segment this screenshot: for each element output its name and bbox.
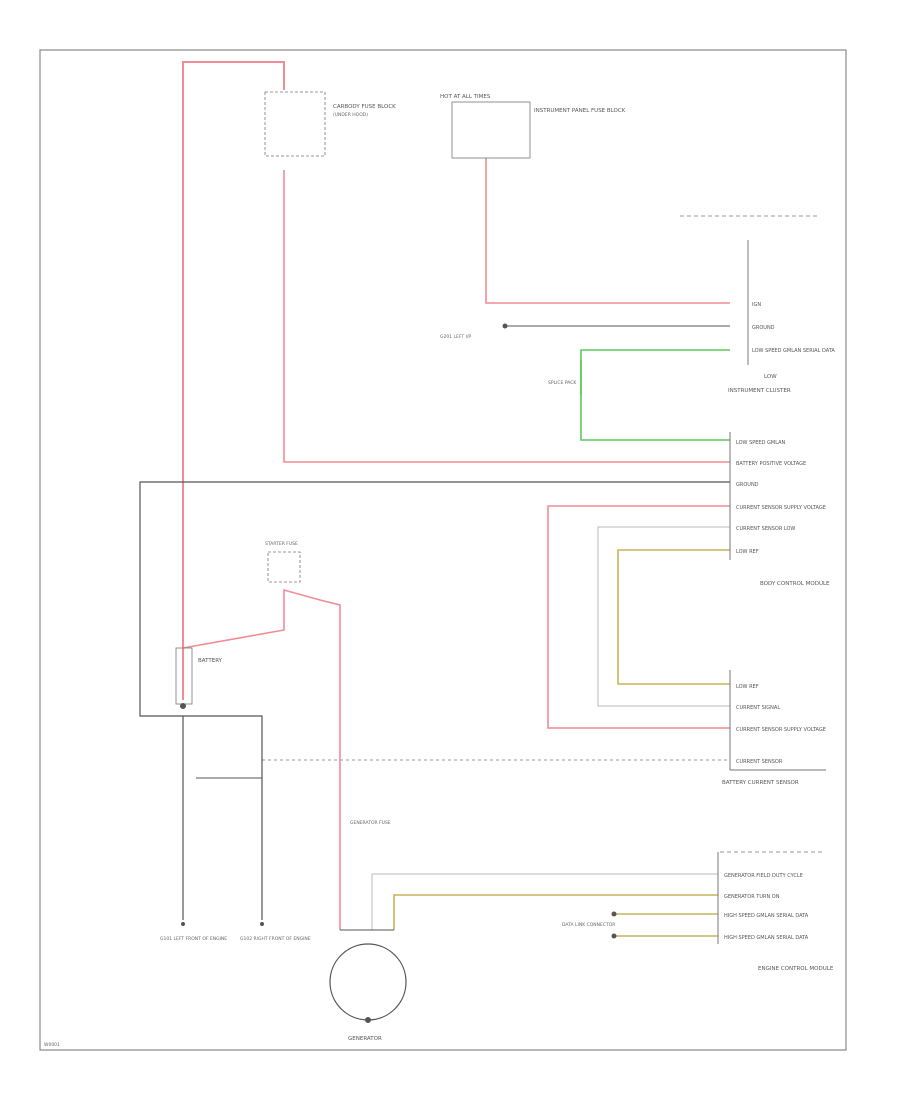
ground-g201-label: G201 LEFT I/P [440, 334, 471, 340]
bcm-pin-bplus: BATTERY POSITIVE VOLTAGE [736, 461, 806, 467]
wire-gen-turn-on-yellow [393, 894, 718, 930]
cluster-pin-ground: GROUND [752, 325, 775, 331]
sensor-pin-low-ref: LOW REF [736, 684, 759, 690]
wire-current-sensor-supply-red [547, 505, 730, 729]
bcm-name-label: BODY CONTROL MODULE [760, 581, 830, 587]
cluster-pin-ign: IGN [752, 302, 761, 308]
bcm-pin-gmlan: LOW SPEED GMLAN [736, 440, 786, 446]
diagram-footer-code: W0001 [44, 1042, 60, 1048]
battery-label: BATTERY [198, 658, 223, 664]
wire-low-ref-yellow [617, 549, 730, 685]
cluster-pin-gmlan: LOW SPEED GMLAN SERIAL DATA [752, 348, 835, 354]
diagram-frame [39, 49, 847, 1051]
cluster-name-label: INSTRUMENT CLUSTER [728, 388, 791, 394]
sensor-pin-current-sensor: CURRENT SENSOR [736, 759, 783, 765]
fuse-block-top-left-sublabel: (UNDER HOOD) [333, 112, 368, 118]
bcm-pin-low-ref: LOW REF [736, 549, 759, 555]
ground-g101-label: G101 LEFT FRONT OF ENGINE [160, 936, 227, 942]
data-link-dot-1 [611, 911, 617, 917]
fuse-block-top-left [264, 91, 326, 157]
fuse-block-top-right-label: INSTRUMENT PANEL FUSE BLOCK [534, 108, 626, 114]
generator-symbol [329, 943, 407, 1021]
sensor-pin-current-signal: CURRENT SIGNAL [736, 705, 780, 711]
ecm-pin-gmlan-1: HIGH SPEED GMLAN SERIAL DATA [724, 913, 809, 919]
splice-pack-label: SPLICE PACK [548, 380, 577, 386]
wire-bcm-ground-black [139, 481, 730, 717]
bcm-pin-sensor-low: CURRENT SENSOR LOW [736, 526, 795, 532]
sensor-pin-supply: CURRENT SENSOR SUPPLY VOLTAGE [736, 727, 826, 733]
wire-battery-main-red [182, 61, 285, 700]
wire-gen-field-gray [371, 873, 718, 930]
ecm-pin-field-duty: GENERATOR FIELD DUTY CYCLE [724, 873, 803, 879]
ecm-pin-gmlan-2: HIGH SPEED GMLAN SERIAL DATA [724, 935, 809, 941]
fuse-block-top-right [451, 101, 531, 159]
ground-g201-point [502, 323, 508, 329]
data-link-dot-2 [611, 933, 617, 939]
fuse-block-top-left-label: CARBODY FUSE BLOCK [333, 104, 396, 110]
starter-fuse-box [267, 551, 301, 583]
starter-fuse-label: STARTER FUSE [265, 541, 298, 547]
wire-fuse-to-bcm-red [283, 170, 730, 463]
ecm-pin-turn-on: GENERATOR TURN ON [724, 894, 780, 900]
generator-label: GENERATOR [348, 1036, 382, 1042]
generator-terminal [365, 1017, 371, 1023]
sensor-name-label: BATTERY CURRENT SENSOR [722, 780, 799, 786]
wire-starter-fuse-red [182, 588, 341, 930]
wire-gmlan-green [580, 349, 730, 441]
ground-g102-point [260, 922, 264, 926]
cluster-sub-label: LOW [764, 374, 777, 380]
ecm-name-label: ENGINE CONTROL MODULE [758, 966, 834, 972]
fuse-block-top-right-header: HOT AT ALL TIMES [440, 94, 491, 100]
wire-current-sensor-low-gray [597, 526, 730, 707]
data-link-label: DATA LINK CONNECTOR [562, 922, 615, 928]
battery-terminal [180, 703, 186, 709]
wire-ground-g102 [183, 715, 263, 920]
ground-g102-label: G102 RIGHT FRONT OF ENGINE [240, 936, 311, 942]
bcm-pin-sensor-supply: CURRENT SENSOR SUPPLY VOLTAGE [736, 505, 826, 511]
bcm-pin-ground: GROUND [736, 482, 759, 488]
wire-ipfuse-to-cluster-red [485, 158, 730, 304]
ground-g101-point [181, 922, 185, 926]
generator-fuse-label: GENERATOR FUSE [350, 820, 391, 826]
